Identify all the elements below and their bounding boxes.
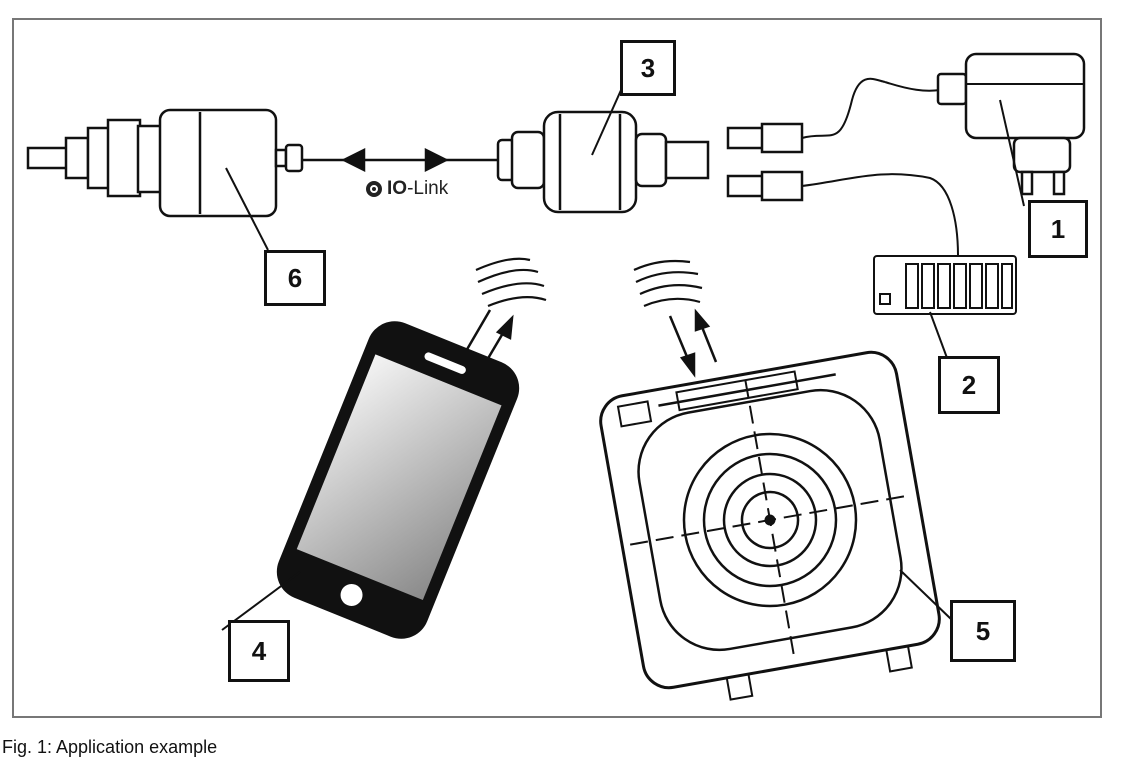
adapter-icon bbox=[496, 69, 710, 214]
callout-2: 2 bbox=[938, 356, 1000, 414]
callout-4: 4 bbox=[228, 620, 290, 682]
io-link-label: IO -Link bbox=[366, 178, 448, 200]
io-link-label-io: IO bbox=[387, 178, 408, 199]
figure-frame bbox=[12, 18, 1102, 718]
callout-1: 1 bbox=[1028, 200, 1088, 258]
callout-3: 3 bbox=[620, 40, 676, 96]
smartphone-icon bbox=[276, 321, 520, 639]
io-link-logo-icon bbox=[366, 181, 382, 197]
radio-wave-icon bbox=[475, 257, 703, 308]
sensor-icon bbox=[26, 108, 304, 251]
callout-5: 5 bbox=[950, 600, 1016, 662]
terminal-block-icon bbox=[873, 255, 1017, 367]
callout-6: 6 bbox=[264, 250, 326, 306]
io-link-connection-icon bbox=[302, 147, 498, 173]
power-adapter-icon bbox=[726, 52, 1086, 257]
reader-pad-icon bbox=[599, 350, 941, 701]
application-diagram bbox=[26, 52, 1086, 701]
io-link-label-rest: -Link bbox=[407, 178, 449, 199]
figure-caption: Fig. 1: Application example bbox=[2, 737, 218, 757]
